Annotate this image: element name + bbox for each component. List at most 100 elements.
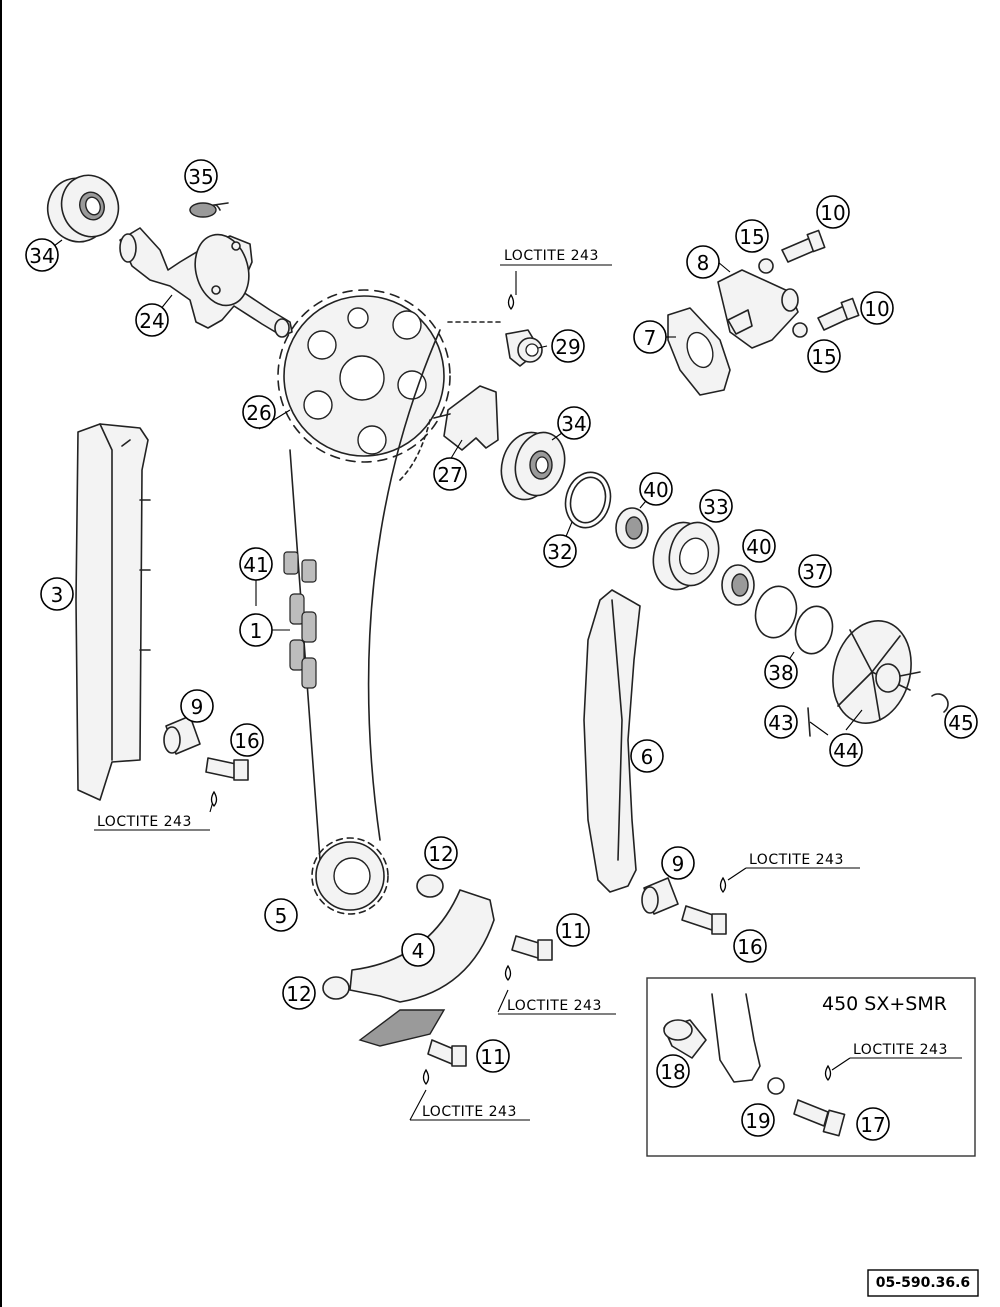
callout-number: 16 xyxy=(737,935,762,959)
callout-number: 19 xyxy=(745,1109,770,1133)
callout-number: 8 xyxy=(697,251,710,275)
callout-number: 9 xyxy=(191,695,204,719)
bearing-icon xyxy=(46,174,120,243)
callout-number: 11 xyxy=(560,919,585,943)
callout-number: 43 xyxy=(768,711,793,735)
bushing-icon xyxy=(641,877,679,915)
bushing-icon xyxy=(322,976,350,1000)
callout-bubble xyxy=(807,339,841,373)
callout-bubble xyxy=(860,291,894,325)
camshaft-sprocket-icon xyxy=(277,289,451,463)
bearing-icon xyxy=(721,564,755,606)
callout-41: 41 xyxy=(239,547,273,581)
crankshaft-sprocket-icon xyxy=(311,837,389,915)
callout-number: 32 xyxy=(547,540,572,564)
chain-dashed-guide xyxy=(399,321,501,481)
callout-bubble xyxy=(661,846,695,880)
callout-32: 32 xyxy=(543,534,577,568)
callout-number: 10 xyxy=(864,297,889,321)
callout-bubble xyxy=(282,976,316,1010)
loctite-label-inset: LOCTITE 243 xyxy=(824,1042,962,1082)
loctite-label-11-lower: LOCTITE 243 xyxy=(410,1068,530,1121)
callout-bubble xyxy=(798,554,832,588)
callout-8: 8 xyxy=(686,245,720,279)
callout-number: 12 xyxy=(428,842,453,866)
bearing-icon xyxy=(500,431,566,501)
callout-number: 11 xyxy=(480,1045,505,1069)
callout-bubble xyxy=(944,705,978,739)
callout-bubble xyxy=(742,529,776,563)
inset-box xyxy=(646,977,976,1157)
callout-number: 6 xyxy=(641,745,654,769)
svg-text:05-590.36.6: 05-590.36.6 xyxy=(876,1275,970,1291)
leader-lines xyxy=(41,239,863,1121)
callout-bubble xyxy=(733,929,767,963)
callout-number: 38 xyxy=(768,661,793,685)
callout-number: 34 xyxy=(561,412,586,436)
callout-bubble xyxy=(556,913,590,947)
callout-43: 43 xyxy=(764,705,798,739)
camshaft-icon xyxy=(119,227,293,338)
callout-bubble xyxy=(741,1103,775,1137)
callout-number: 35 xyxy=(188,165,213,189)
callout-4: 4 xyxy=(401,933,435,967)
bolt-icon xyxy=(793,1099,846,1137)
spring-icon xyxy=(189,202,229,218)
callout-number: 5 xyxy=(275,904,288,928)
bolt-icon xyxy=(681,905,727,935)
washer-icon xyxy=(758,258,774,274)
bolt-icon xyxy=(427,1039,467,1067)
callout-number: 7 xyxy=(644,326,657,350)
reference-number: 05-590.36.6 xyxy=(867,1269,979,1297)
decompressor-icon xyxy=(433,385,499,451)
callout-number: 15 xyxy=(811,345,836,369)
callout-number: 40 xyxy=(746,535,771,559)
inset-title: 450 SX+SMR xyxy=(822,993,947,1015)
callout-9: 9 xyxy=(180,689,214,723)
callout-18: 18 xyxy=(656,1054,690,1088)
callout-40: 40 xyxy=(639,472,673,506)
callout-number: 44 xyxy=(833,739,858,763)
callout-number: 33 xyxy=(703,495,728,519)
shim-icon xyxy=(564,471,612,529)
callout-24: 24 xyxy=(135,303,169,337)
tensioner-rail-icon xyxy=(583,589,641,893)
callout-number: 15 xyxy=(739,225,764,249)
callout-number: 41 xyxy=(243,553,268,577)
svg-text:LOCTITE 243: LOCTITE 243 xyxy=(97,814,192,830)
loctite-label-16-left: LOCTITE 243 xyxy=(94,790,218,831)
callout-number: 26 xyxy=(246,401,271,425)
pulley-icon xyxy=(652,521,720,591)
callout-29: 29 xyxy=(551,329,585,363)
callout-bubble xyxy=(40,577,74,611)
callout-37: 37 xyxy=(798,554,832,588)
callout-15: 15 xyxy=(735,219,769,253)
washer-icon xyxy=(767,1077,785,1095)
callout-bubble xyxy=(639,472,673,506)
callout-44: 44 xyxy=(829,733,863,767)
svg-text:LOCTITE 243: LOCTITE 243 xyxy=(422,1104,517,1120)
circlip-icon xyxy=(931,693,949,713)
loctite-label-29: LOCTITE 243 xyxy=(500,248,612,311)
callout-number: 40 xyxy=(643,478,668,502)
callout-40: 40 xyxy=(742,529,776,563)
callout-bubble xyxy=(180,689,214,723)
svg-text:LOCTITE 243: LOCTITE 243 xyxy=(504,248,599,264)
callout-bubble xyxy=(699,489,733,523)
screw-plug-icon xyxy=(505,329,543,367)
callout-number: 18 xyxy=(660,1060,685,1084)
callout-27: 27 xyxy=(433,457,467,491)
callout-bubble xyxy=(557,406,591,440)
callout-number: 12 xyxy=(286,982,311,1006)
callout-number: 37 xyxy=(802,560,827,584)
callout-number: 10 xyxy=(820,201,845,225)
callout-16: 16 xyxy=(230,723,264,757)
callout-bubble xyxy=(401,933,435,967)
callout-17: 17 xyxy=(856,1107,890,1141)
callout-number: 16 xyxy=(234,729,259,753)
svg-text:LOCTITE 243: LOCTITE 243 xyxy=(507,998,602,1014)
gasket-icon xyxy=(667,307,731,396)
impeller-icon xyxy=(832,620,921,724)
inset-rail-fragment xyxy=(711,993,761,1083)
